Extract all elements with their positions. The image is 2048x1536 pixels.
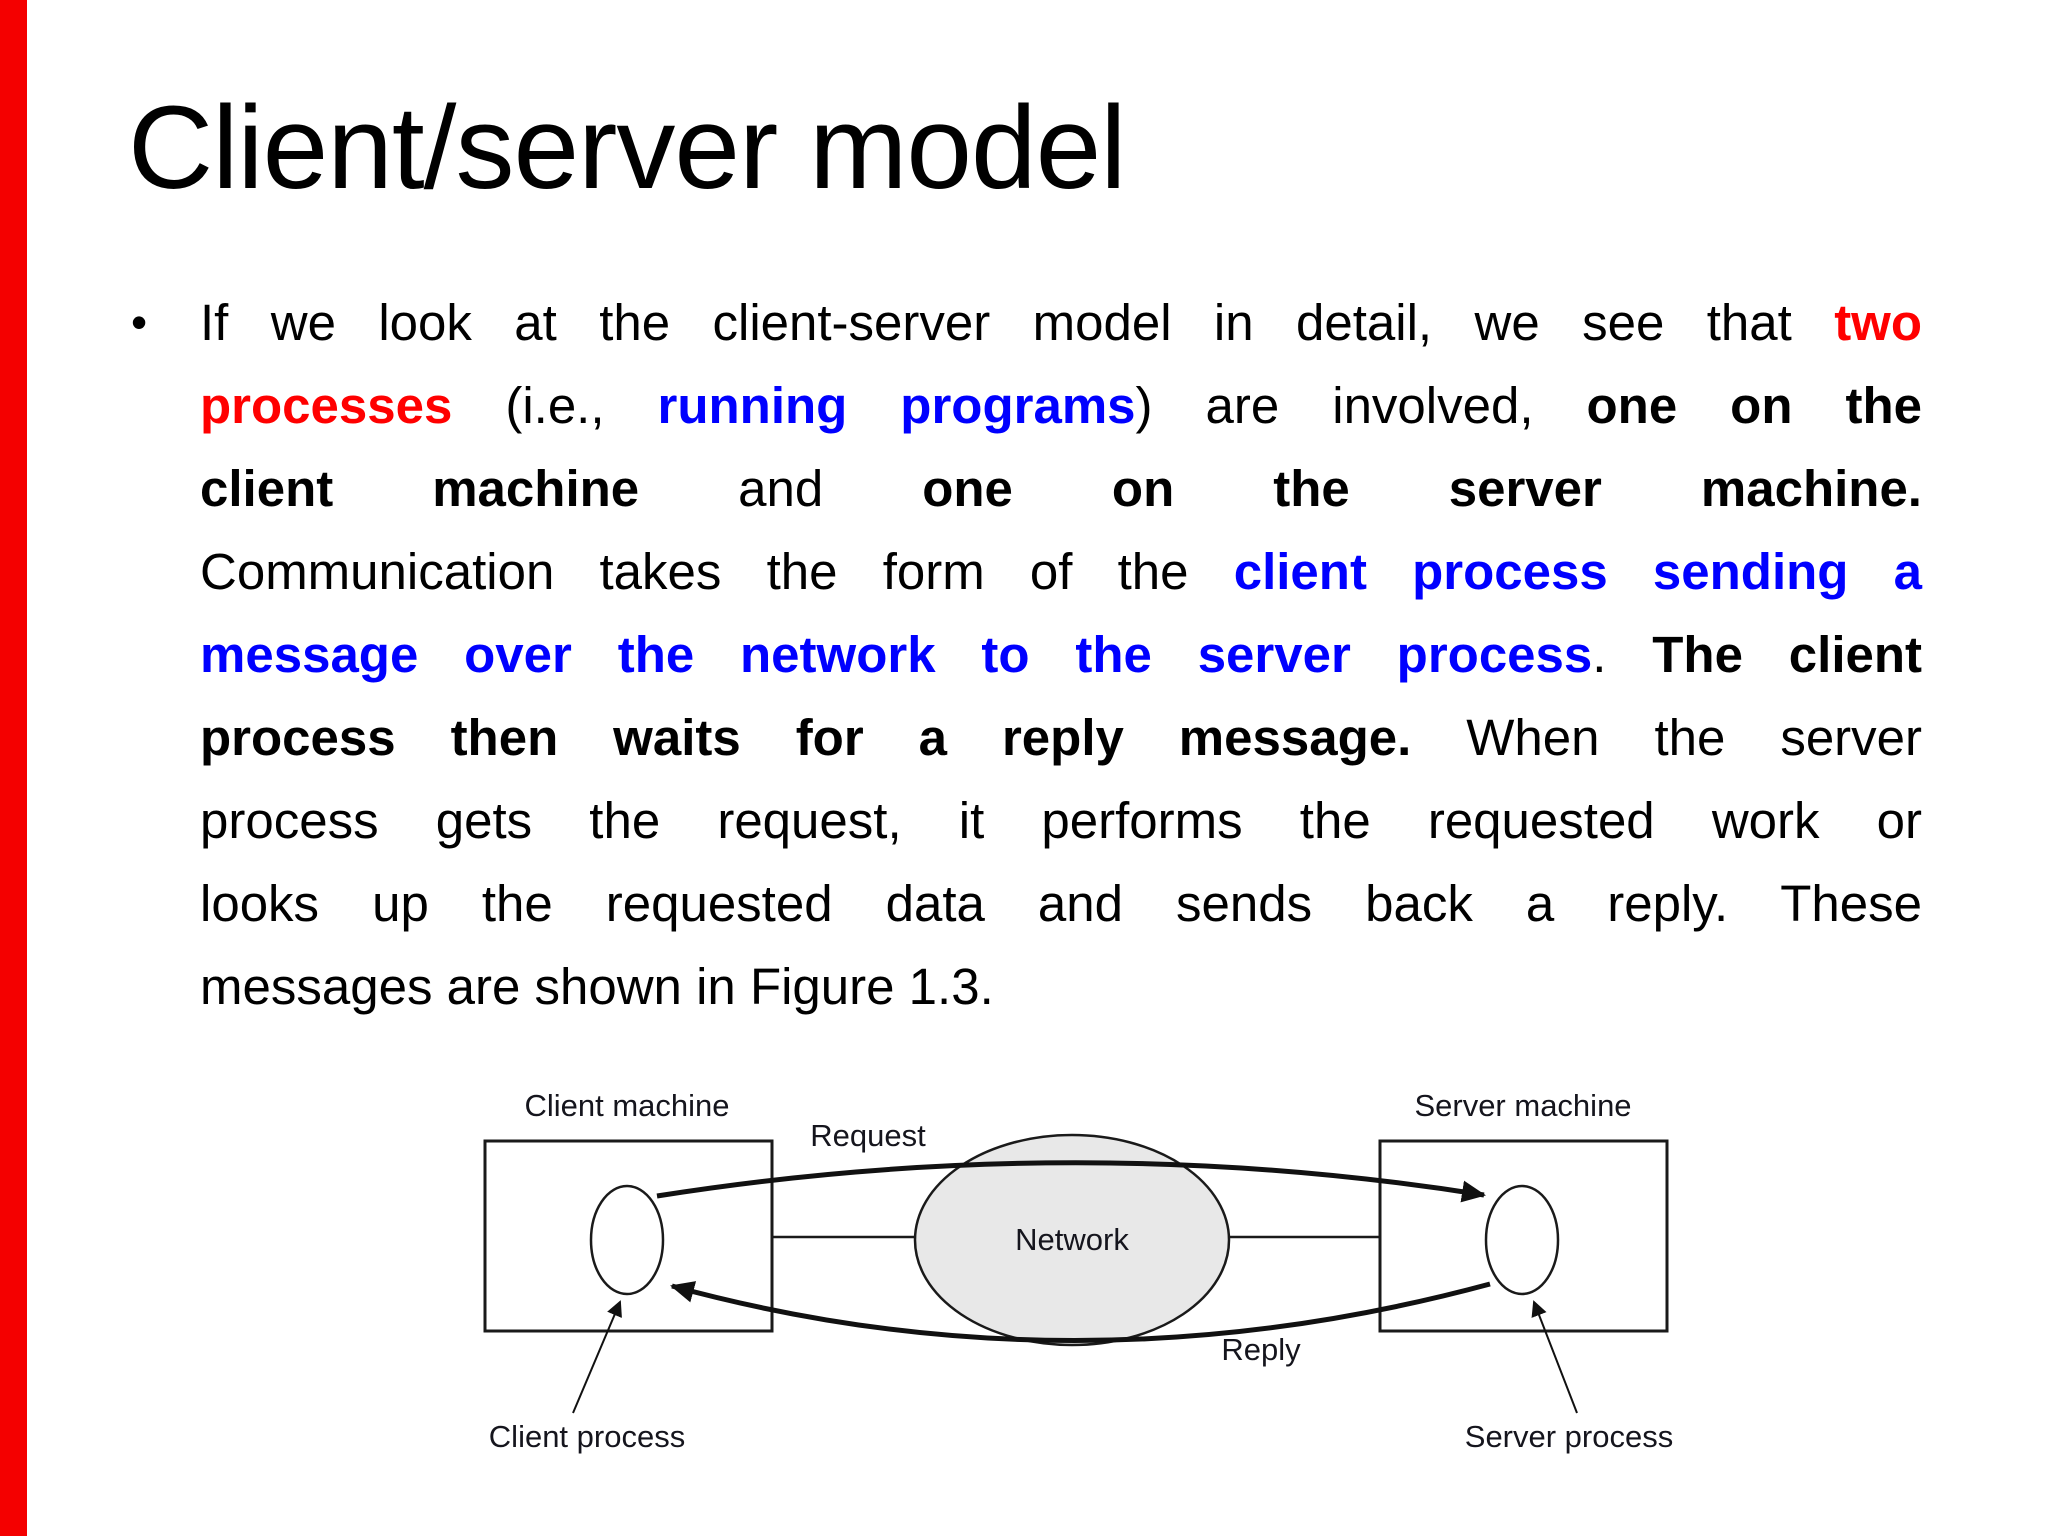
text-run: process gets the request, it performs th… — [200, 792, 1922, 849]
network-cloud — [913, 1133, 1231, 1347]
request-label: Request — [810, 1118, 926, 1153]
text-run: message over the network to the server p… — [200, 626, 1593, 683]
text-run: running programs — [657, 377, 1136, 434]
client-process-pointer-arrow — [572, 1300, 622, 1414]
bullet-marker: • — [131, 296, 148, 348]
reply-label: Reply — [1221, 1332, 1301, 1367]
client-machine-label: Client machine — [524, 1088, 730, 1123]
paragraph-line: process gets the request, it performs th… — [200, 779, 1922, 862]
text-run: client process sending a — [1233, 543, 1922, 600]
network-label: Network — [1015, 1222, 1129, 1257]
page-title: Client/server model — [128, 82, 1126, 214]
paragraph-line: messages are shown in Figure 1.3. — [200, 945, 1922, 1028]
client-process-label: Client process — [488, 1419, 686, 1454]
client-server-figure — [483, 1133, 1669, 1414]
paragraph-line: client machine and one on the server mac… — [200, 447, 1922, 530]
body-paragraph: If we look at the client-server model in… — [200, 281, 1922, 1028]
text-run: (i.e., — [452, 377, 658, 434]
text-run: When the server — [1411, 709, 1923, 766]
text-run: looks up the requested data and sends ba… — [200, 875, 1922, 932]
text-run: one on the server machine. — [922, 460, 1922, 517]
text-run: ) are involved, — [1135, 377, 1587, 434]
text-run: and — [639, 460, 923, 517]
text-run: . — [1592, 626, 1653, 683]
request-arrow — [656, 1160, 1486, 1203]
text-run: process then waits for a reply message. — [200, 709, 1412, 766]
text-run: one on the — [1586, 377, 1922, 434]
server-process-ellipse — [1484, 1184, 1560, 1296]
paragraph-line: looks up the requested data and sends ba… — [200, 862, 1922, 945]
text-run: client machine — [200, 460, 640, 517]
server-machine-label: Server machine — [1414, 1088, 1632, 1123]
paragraph-line: message over the network to the server p… — [200, 613, 1922, 696]
text-run: messages are shown in Figure 1.3. — [200, 958, 994, 1015]
paragraph-line: If we look at the client-server model in… — [200, 281, 1922, 364]
reply-arrow — [670, 1281, 1491, 1343]
text-run: Communication takes the form of the — [200, 543, 1234, 600]
paragraph-line: Communication takes the form of the clie… — [200, 530, 1922, 613]
text-run: If we look at the client-server model in… — [200, 294, 1835, 351]
text-run: The client — [1652, 626, 1922, 683]
text-run: two — [1834, 294, 1922, 351]
text-run: processes — [200, 377, 453, 434]
paragraph-line: processes (i.e., running programs) are i… — [200, 364, 1922, 447]
server-process-label: Server process — [1464, 1419, 1674, 1454]
left-edge-red-bar — [0, 0, 27, 1536]
paragraph-line: process then waits for a reply message. … — [200, 696, 1922, 779]
client-process-ellipse — [589, 1184, 665, 1296]
server-process-pointer-arrow — [1531, 1300, 1578, 1414]
